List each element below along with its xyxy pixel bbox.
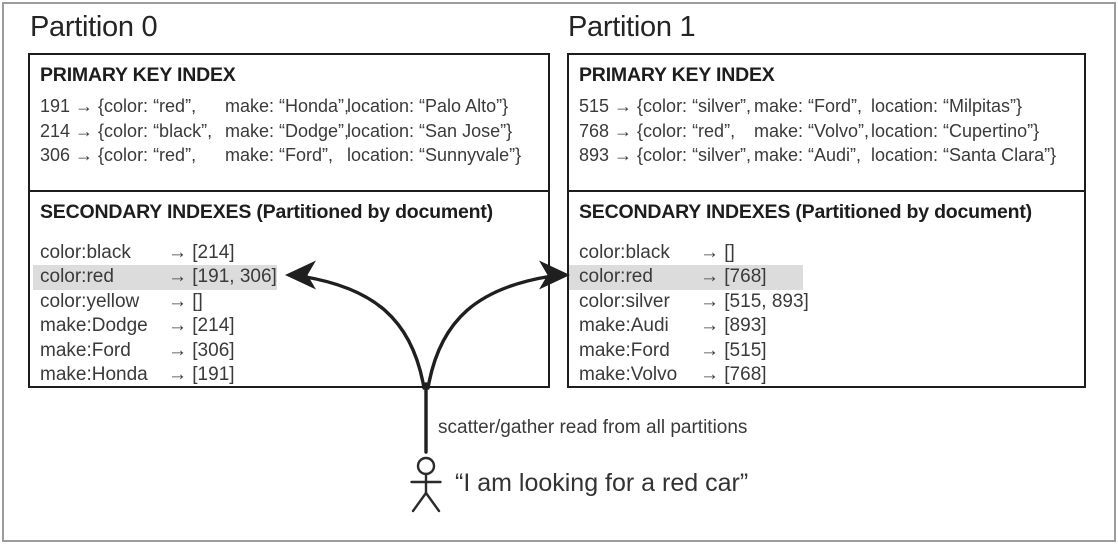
secondary-row-value: → [191] <box>168 364 235 385</box>
primary-row-key-color: 893 → {color: “silver”, <box>579 145 752 165</box>
user-quote-label: “I am looking for a red car” <box>455 469 749 497</box>
primary-index-rows: 191 → {color: “red”, make: “Honda”, loca… <box>40 94 542 168</box>
primary-row-location: location: “Sunnyvale”} <box>347 145 522 165</box>
primary-index-row: 515 → {color: “silver”, make: “Ford”, lo… <box>579 94 1078 119</box>
primary-index-row: 191 → {color: “red”, make: “Honda”, loca… <box>40 94 542 119</box>
partition-0-secondary-index-section: SECONDARY INDEXES (Partitioned by docume… <box>30 192 548 388</box>
secondary-index-row: color:yellow → [] <box>33 290 277 315</box>
primary-row-make: make: “Ford”, <box>225 145 334 165</box>
primary-row-make: make: “Dodge”, <box>225 120 350 141</box>
secondary-row-key: make:Ford <box>40 339 131 361</box>
partition-1-secondary-index-section: SECONDARY INDEXES (Partitioned by docume… <box>569 192 1084 388</box>
secondary-row-key: color:red <box>40 266 114 287</box>
secondary-row-key: color:silver <box>579 290 670 312</box>
primary-row-key-color: 191 → {color: “red”, <box>40 96 197 116</box>
primary-row-key-color: 306 → {color: “red”, <box>40 145 197 165</box>
secondary-index-row: make:Honda → [191] <box>33 363 277 388</box>
partition-1-primary-index-section: PRIMARY KEY INDEX 515 → {color: “silver”… <box>569 55 1084 192</box>
primary-index-header: PRIMARY KEY INDEX <box>579 64 775 86</box>
partition-0-primary-index-section: PRIMARY KEY INDEX 191 → {color: “red”, m… <box>30 55 548 192</box>
primary-row-key-color: 214 → {color: “black”, <box>40 120 213 141</box>
secondary-index-row: make:Ford → [306] <box>33 339 277 364</box>
primary-row-location: location: “San Jose”} <box>347 120 513 141</box>
secondary-row-key: color:red <box>579 266 653 287</box>
scatter-gather-label: scatter/gather read from all partitions <box>438 417 748 438</box>
secondary-index-rows: color:black → [] color:red → [768] color… <box>569 241 1078 388</box>
secondary-row-key: make:Audi <box>579 315 669 336</box>
primary-index-row: 893 → {color: “silver”, make: “Audi”, lo… <box>579 143 1078 168</box>
secondary-index-row: color:silver → [515, 893] <box>569 290 809 315</box>
secondary-index-row-highlighted: color:red → [191, 306] <box>33 265 277 290</box>
primary-index-row: 768 → {color: “red”, make: “Volvo”, loca… <box>579 119 1078 144</box>
secondary-row-value: → [214] <box>168 241 235 263</box>
primary-index-header: PRIMARY KEY INDEX <box>40 64 236 86</box>
secondary-index-row: make:Audi → [893] <box>569 314 803 339</box>
secondary-index-row: color:black → [214] <box>33 241 277 266</box>
partition-0-title: Partition 0 <box>30 11 158 43</box>
secondary-row-value: → [] <box>168 290 203 312</box>
partition-1-title: Partition 1 <box>568 11 696 43</box>
primary-index-rows: 515 → {color: “silver”, make: “Ford”, lo… <box>579 94 1078 168</box>
secondary-row-value: → [306] <box>168 339 235 361</box>
secondary-row-key: color:yellow <box>40 290 140 312</box>
secondary-row-value: → [214] <box>168 315 235 336</box>
secondary-row-key: make:Ford <box>579 339 670 361</box>
secondary-row-key: color:black <box>579 241 670 263</box>
secondary-row-value: → [191, 306] <box>168 266 277 287</box>
secondary-row-value: → [893] <box>700 315 767 336</box>
secondary-row-value: → [] <box>700 241 735 263</box>
secondary-row-value: → [768] <box>700 266 767 287</box>
secondary-row-value: → [768] <box>700 364 767 385</box>
partition-1-box: PRIMARY KEY INDEX 515 → {color: “silver”… <box>567 53 1086 388</box>
partition-0-box: PRIMARY KEY INDEX 191 → {color: “red”, m… <box>28 53 550 388</box>
secondary-row-value: → [515, 893] <box>700 290 809 312</box>
secondary-row-key: make:Honda <box>40 364 148 385</box>
secondary-index-row: color:black → [] <box>569 241 803 266</box>
secondary-index-row: make:Ford → [515] <box>569 339 803 364</box>
primary-row-location: location: “Milpitas”} <box>871 96 1023 116</box>
secondary-row-key: make:Dodge <box>40 315 148 336</box>
secondary-row-key: make:Volvo <box>579 364 678 385</box>
primary-row-location: location: “Palo Alto”} <box>347 96 509 116</box>
primary-index-row: 306 → {color: “red”, make: “Ford”, locat… <box>40 143 542 168</box>
primary-row-make: make: “Ford”, <box>754 96 863 116</box>
primary-row-make: make: “Volvo”, <box>754 120 870 141</box>
secondary-index-header: SECONDARY INDEXES (Partitioned by docume… <box>40 200 493 223</box>
secondary-index-rows: color:black → [214] color:red → [191, 30… <box>33 241 542 388</box>
secondary-index-row-highlighted: color:red → [768] <box>569 265 803 290</box>
secondary-index-row: make:Dodge → [214] <box>33 314 277 339</box>
secondary-row-value: → [515] <box>700 339 767 361</box>
secondary-index-header: SECONDARY INDEXES (Partitioned by docume… <box>579 200 1032 223</box>
primary-row-make: make: “Honda”, <box>225 96 350 116</box>
primary-row-key-color: 768 → {color: “red”, <box>579 120 736 141</box>
secondary-row-key: color:black <box>40 241 131 263</box>
primary-index-row: 214 → {color: “black”, make: “Dodge”, lo… <box>40 119 542 144</box>
secondary-index-row: make:Volvo → [768] <box>569 363 803 388</box>
primary-row-key-color: 515 → {color: “silver”, <box>579 96 752 116</box>
primary-row-make: make: “Audi”, <box>754 145 862 165</box>
primary-row-location: location: “Santa Clara”} <box>871 145 1057 165</box>
primary-row-location: location: “Cupertino”} <box>871 120 1040 141</box>
